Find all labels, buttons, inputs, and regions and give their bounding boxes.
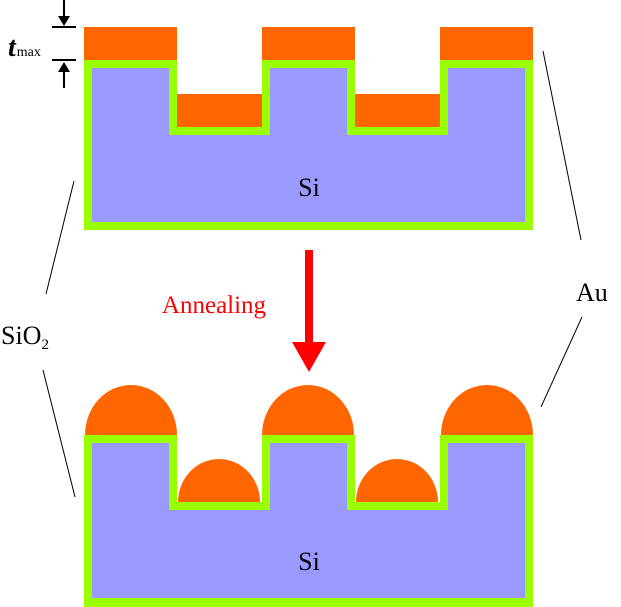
si-label-top: Si <box>298 173 320 202</box>
au-callout: Au <box>540 50 608 408</box>
au-dome-pillar-1 <box>85 385 177 435</box>
sio2-leader-line-top <box>45 180 75 295</box>
annealing-arrow-shaft <box>305 250 313 344</box>
sio2-callout: SiO2 <box>1 180 76 498</box>
structure-after: Si <box>84 385 533 607</box>
au-dome-trench-1 <box>178 459 260 502</box>
tmax-symbol: t <box>8 32 17 63</box>
structure-before: Si <box>84 27 533 230</box>
au-film-pillar-3 <box>440 27 533 60</box>
si-label-bottom: Si <box>298 547 320 576</box>
au-dome-pillar-3 <box>441 385 533 435</box>
sio2-label-subscript: 2 <box>41 337 49 353</box>
annealing-arrow-icon <box>292 342 326 372</box>
tmax-dimension: tmax <box>8 0 76 88</box>
au-film-trench-1 <box>177 94 262 127</box>
au-dome-trench-2 <box>356 459 438 502</box>
si-substrate-top <box>92 68 525 222</box>
au-film-pillar-2 <box>262 27 355 60</box>
au-leader-line-bottom <box>540 316 583 408</box>
tmax-arrow-down-icon <box>58 16 70 26</box>
au-leader-line-top <box>542 50 582 241</box>
au-film-pillar-1 <box>84 27 177 60</box>
annealing-label: Annealing <box>162 292 267 319</box>
sio2-label: SiO2 <box>1 321 49 353</box>
sio2-label-main: SiO <box>1 321 41 350</box>
sio2-leader-line-bottom <box>42 369 76 498</box>
annealing-step: Annealing <box>162 250 326 372</box>
au-dome-pillar-2 <box>262 385 354 435</box>
au-film-trench-2 <box>355 94 440 127</box>
tmax-arrow-up-icon <box>58 62 70 72</box>
tmax-label: tmax <box>8 32 41 63</box>
tmax-subscript: max <box>17 45 41 60</box>
si-substrate-bottom <box>92 443 525 598</box>
au-label: Au <box>576 278 608 307</box>
